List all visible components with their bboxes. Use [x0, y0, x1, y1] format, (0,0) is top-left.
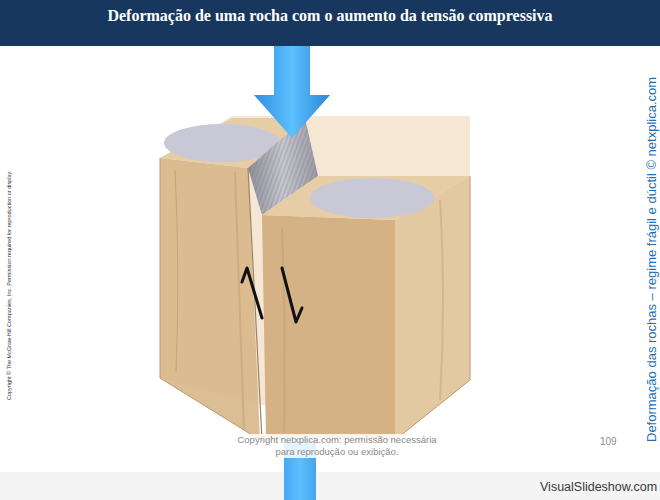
- watermark: VisualSlideshow.com: [540, 480, 657, 495]
- copyright-note: Copyright © The McGraw-Hill Companies, I…: [6, 171, 13, 400]
- page-number: 109: [600, 436, 617, 448]
- side-caption: Deformação das rochas – regime frágil e …: [644, 77, 660, 442]
- slide-title: Deformação de uma rocha com o aumento da…: [0, 6, 660, 26]
- copyright-note: Copyright netxplica.com: permissão neces…: [232, 434, 442, 458]
